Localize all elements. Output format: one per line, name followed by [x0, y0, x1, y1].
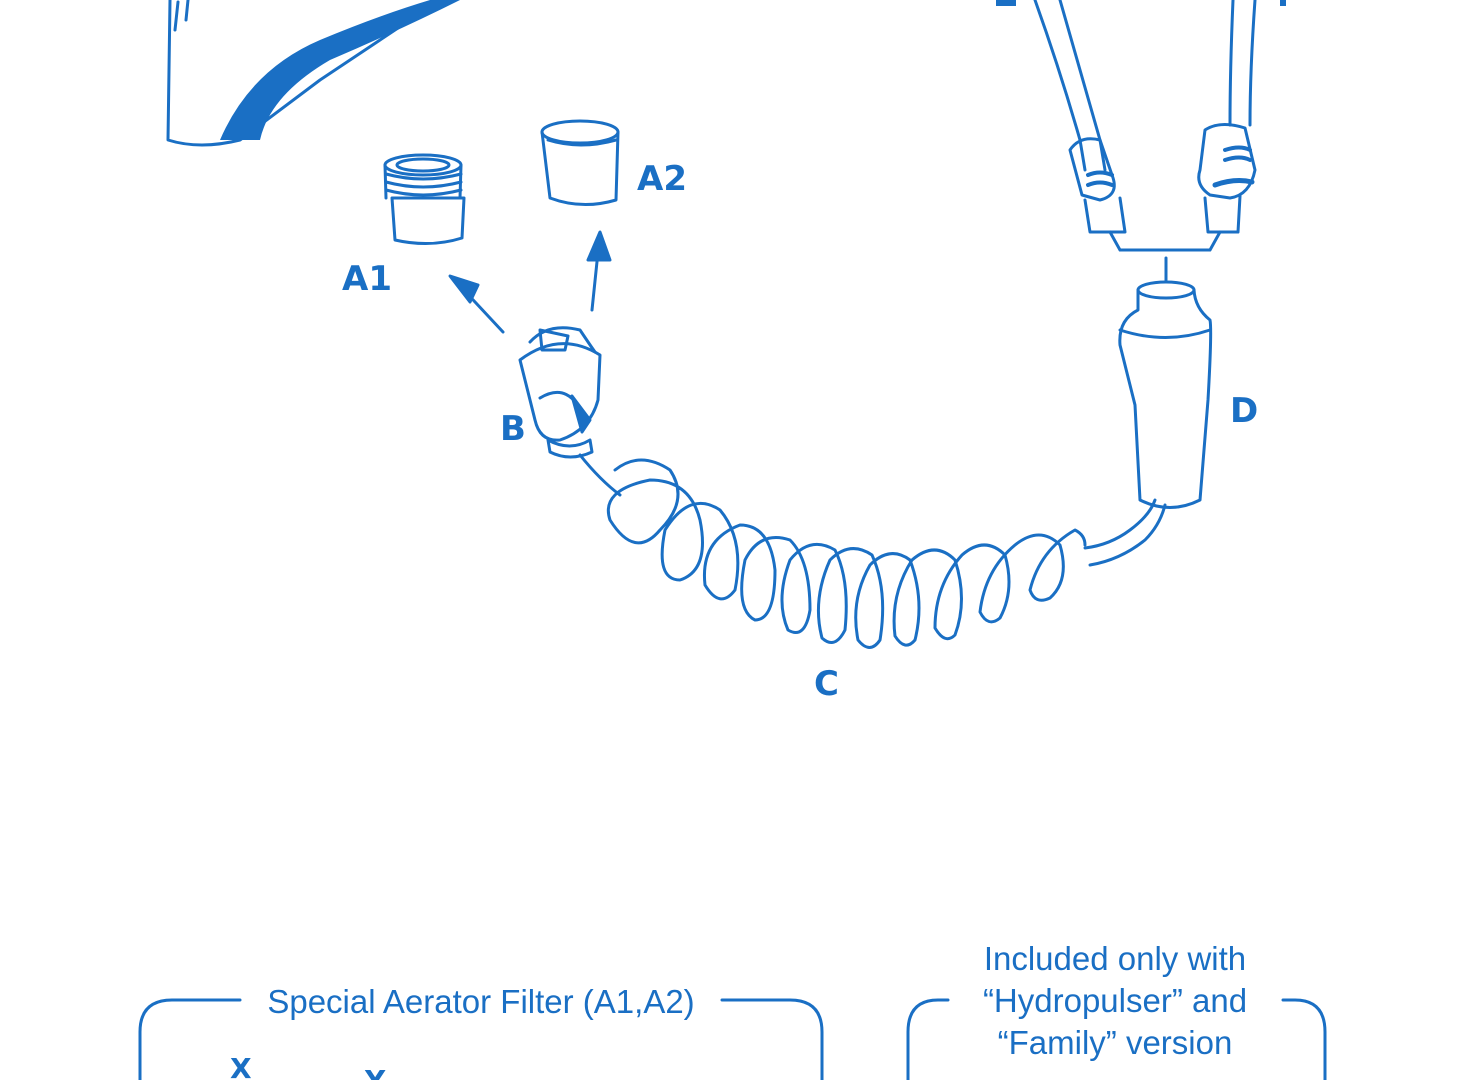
box-left-mark-y: Y — [364, 1064, 386, 1080]
aerator-a2 — [540, 119, 620, 207]
connector-b — [518, 326, 602, 459]
label-b: B — [500, 409, 526, 449]
label-a1: A1 — [342, 259, 392, 299]
label-c: C — [814, 664, 839, 704]
faucet-shadow — [220, 0, 460, 140]
box-right-title-line-3: “Family” version — [998, 1024, 1233, 1061]
box-right-title-line-2: “Hydropulser” and — [983, 982, 1247, 1019]
box-right-frame — [906, 998, 1327, 1080]
box-left-mark-x: X — [230, 1052, 252, 1080]
label-a2: A2 — [637, 159, 687, 199]
y-splitter — [996, 0, 1286, 282]
filter-cartridge-d — [1118, 280, 1213, 509]
box-right-title-line-1: Included only with — [984, 940, 1246, 977]
arrow-to-a2 — [586, 230, 612, 312]
box-left-title: Special Aerator Filter (A1,A2) — [267, 983, 694, 1020]
faucet-illustration — [166, 0, 460, 147]
aerator-a1 — [383, 153, 466, 246]
label-d: D — [1230, 391, 1258, 431]
box-left-frame — [138, 998, 824, 1080]
coiled-hose-c — [578, 453, 1167, 649]
arrow-to-a1 — [448, 274, 505, 334]
